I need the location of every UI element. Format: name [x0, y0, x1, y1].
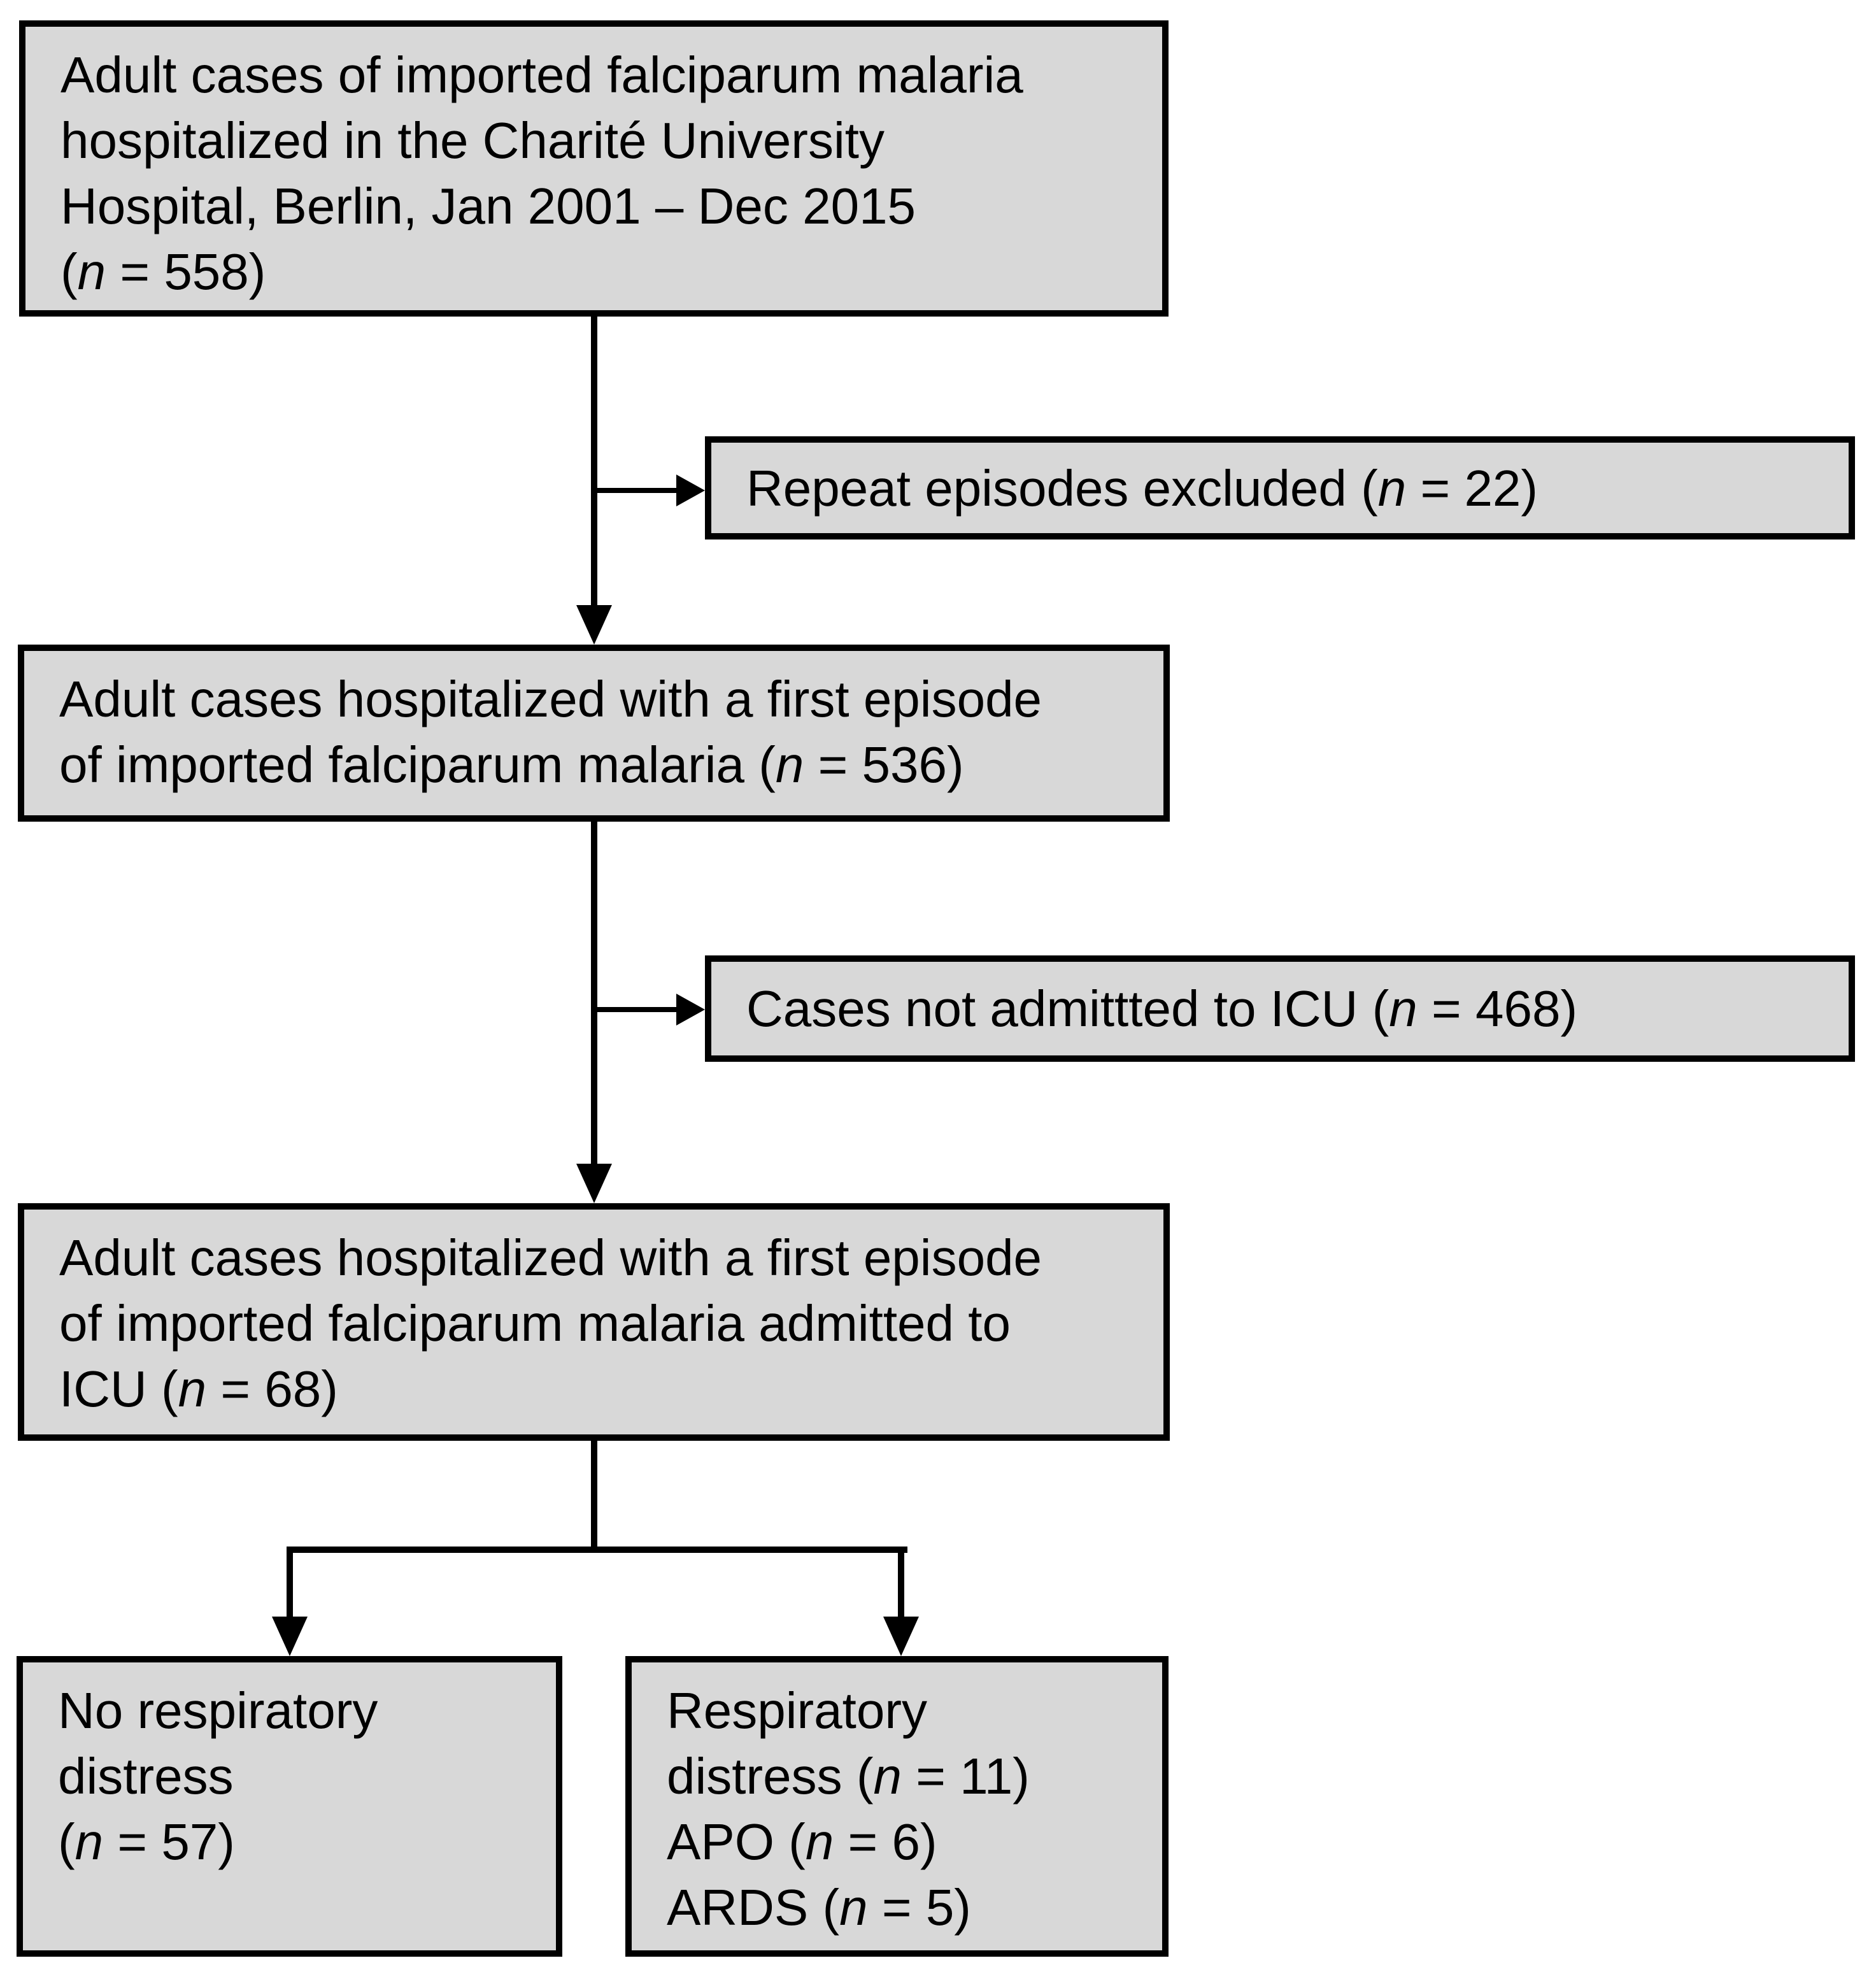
- box-line: Hospital, Berlin, Jan 2001 – Dec 2015: [60, 178, 916, 234]
- flowchart-box-admitted-icu: Adult cases hospitalized with a first ep…: [18, 1203, 1170, 1441]
- box-line: Cases not admittted to ICU (n = 468): [746, 980, 1578, 1037]
- connector-line-split: [287, 1547, 907, 1553]
- connector-line-vertical: [591, 822, 597, 1166]
- box-line: No respiratory: [58, 1682, 378, 1739]
- box-line: ICU (n = 68): [59, 1361, 338, 1417]
- box-line: Repeat episodes excluded (n = 22): [746, 459, 1538, 517]
- flowchart-box-first-episode: Adult cases hospitalized with a first ep…: [18, 645, 1170, 822]
- connector-line-vertical: [287, 1547, 293, 1620]
- box-line: APO (n = 6): [667, 1813, 937, 1870]
- flowchart-box-not-admitted-icu: Cases not admittted to ICU (n = 468): [705, 955, 1855, 1062]
- connector-line-branch: [591, 488, 680, 493]
- box-line: (n = 57): [58, 1813, 235, 1870]
- arrowhead-down-icon: [272, 1617, 308, 1656]
- box-line: distress (n = 11): [667, 1748, 1030, 1804]
- flowchart-box-no-respiratory-distress: No respiratory distress (n = 57): [17, 1656, 562, 1957]
- box-line: Adult cases of imported falciparum malar…: [60, 46, 1023, 103]
- connector-line-vertical: [591, 1441, 597, 1553]
- connector-line-vertical: [591, 317, 597, 606]
- box-line: Adult cases hospitalized with a first ep…: [59, 671, 1042, 727]
- flowchart-box-respiratory-distress: Respiratory distress (n = 11) APO (n = 6…: [625, 1656, 1169, 1957]
- box-line: Adult cases hospitalized with a first ep…: [59, 1229, 1042, 1286]
- box-line: ARDS (n = 5): [667, 1879, 971, 1936]
- flowchart-box-excluded-repeat-episodes: Repeat episodes excluded (n = 22): [705, 436, 1855, 539]
- arrowhead-down-icon: [576, 605, 612, 645]
- arrowhead-right-icon: [676, 475, 705, 506]
- arrowhead-down-icon: [883, 1617, 919, 1656]
- arrowhead-down-icon: [576, 1164, 612, 1203]
- connector-line-branch: [591, 1007, 680, 1012]
- connector-line-vertical: [898, 1547, 904, 1620]
- arrowhead-right-icon: [676, 994, 705, 1025]
- box-line: of imported falciparum malaria admitted …: [59, 1295, 1011, 1352]
- box-line: (n = 558): [60, 243, 266, 300]
- box-line: hospitalized in the Charité University: [60, 112, 885, 169]
- box-line: of imported falciparum malaria (n = 536): [59, 736, 964, 793]
- flowchart-box-source-population: Adult cases of imported falciparum malar…: [19, 20, 1169, 317]
- box-line: Respiratory: [667, 1682, 928, 1739]
- box-line: distress: [58, 1748, 234, 1804]
